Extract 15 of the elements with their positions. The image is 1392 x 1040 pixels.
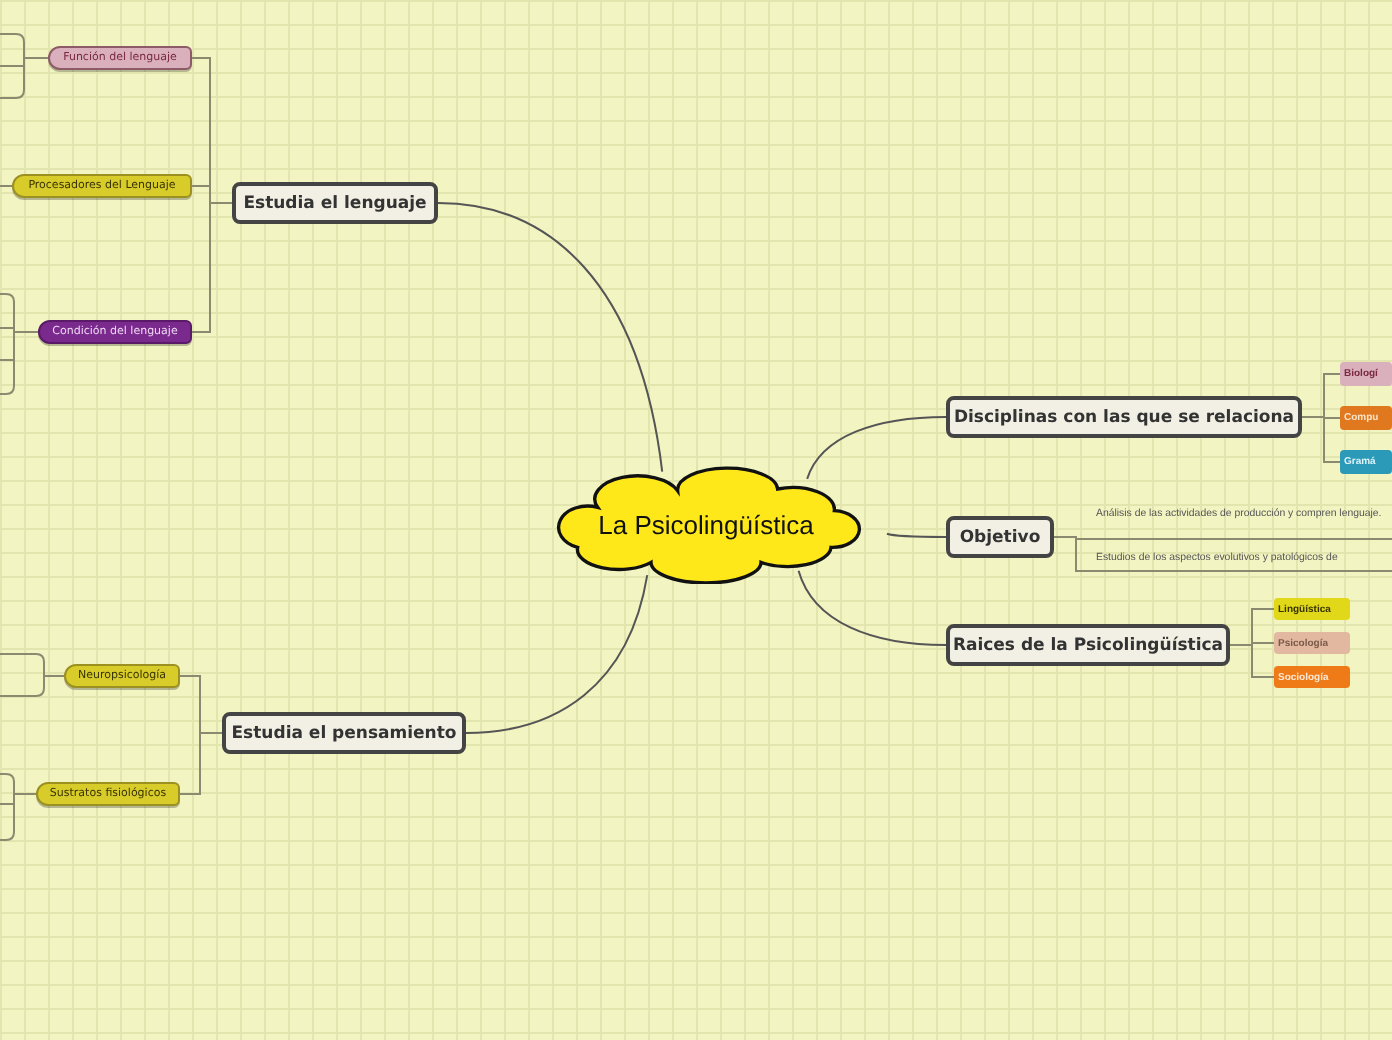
connector-line (806, 416, 947, 480)
topic-box: Estudia el lenguaje (232, 182, 438, 224)
connector-line (797, 569, 947, 646)
topic-box: Estudia el pensamiento (222, 712, 466, 754)
topic-box: Disciplinas con las que se relaciona (946, 396, 1302, 438)
connector-line (1229, 644, 1275, 678)
topic-box: Objetivo (946, 516, 1054, 558)
topic-box: Raices de la Psicolingüística (946, 624, 1230, 666)
connector-line (1301, 416, 1341, 463)
connector-line (179, 732, 223, 795)
connector-line (191, 202, 233, 333)
connector-line (437, 202, 664, 473)
connector-line (1053, 536, 1097, 572)
connector-line (465, 574, 649, 734)
connector-line (885, 532, 947, 538)
